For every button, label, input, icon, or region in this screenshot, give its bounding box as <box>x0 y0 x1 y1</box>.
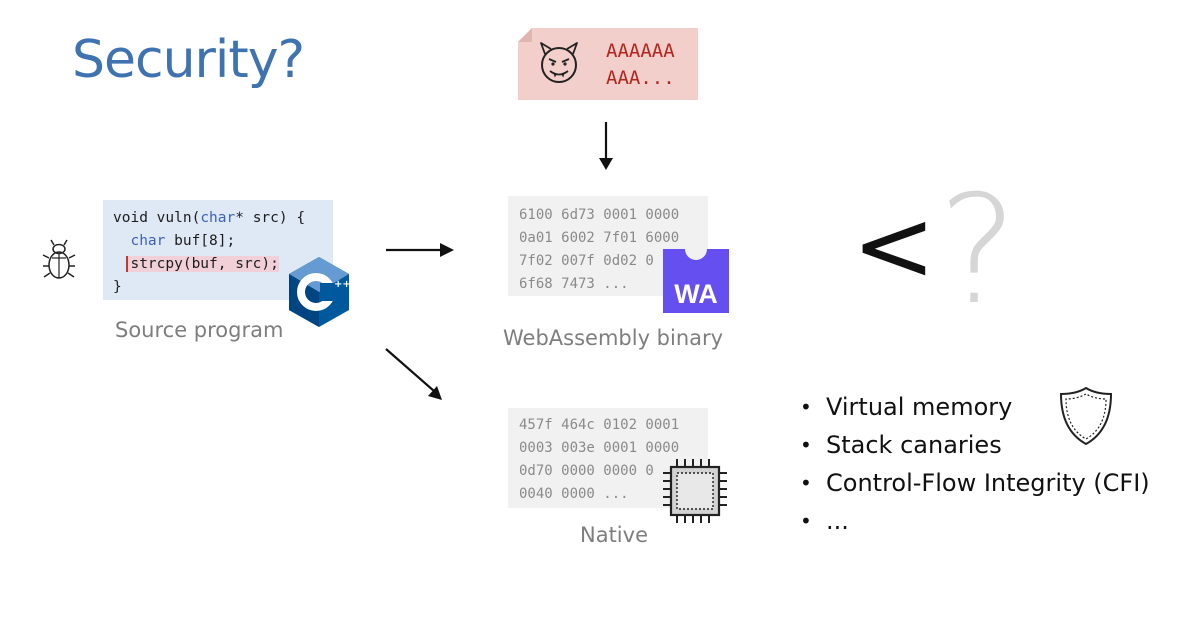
code-keyword: char <box>130 233 166 249</box>
arrow-down <box>599 122 613 170</box>
bullet: • <box>800 433 812 457</box>
wa-badge-text: WA <box>674 279 718 309</box>
code-text: * src) { <box>235 210 306 226</box>
vulnerable-line: strcpy(buf, src); <box>126 256 279 272</box>
svg-text:++: ++ <box>334 279 351 290</box>
source-caption: Source program <box>115 318 284 342</box>
hex-line: 0003 003e 0001 0000 <box>519 440 680 456</box>
code-keyword: char <box>200 210 236 226</box>
payload-line: AAAAAA <box>606 40 675 62</box>
native-hex-dump: 457f 464c 0102 0001 0003 003e 0001 0000 … <box>519 414 679 506</box>
arrow-to-wasm <box>386 243 454 257</box>
list-item: • Stack canaries <box>800 426 1150 464</box>
attacker-input-box <box>518 28 698 100</box>
code-text: buf[8]; <box>165 233 236 249</box>
attack-payload: AAAAAA AAA... <box>606 38 675 92</box>
webassembly-logo-icon <box>663 249 729 313</box>
list-item: •... <box>800 502 1150 540</box>
protection-label: Virtual memory <box>826 393 1013 421</box>
protection-label: ... <box>826 507 849 535</box>
question-mark: ? <box>938 164 1018 338</box>
hex-line: 6f68 7473 ... <box>519 276 629 292</box>
hex-line: 6100 6d73 0001 0000 <box>519 207 680 223</box>
payload-line: AAA... <box>606 67 675 89</box>
code-text: } <box>113 279 122 295</box>
hex-line: 0d70 0000 0000 0 <box>519 463 654 479</box>
shield-icon <box>1059 386 1113 446</box>
bullet: • <box>800 509 812 533</box>
native-caption: Native <box>580 523 648 547</box>
page-fold <box>518 28 532 42</box>
hex-line: 7f02 007f 0d02 0 <box>519 253 654 269</box>
less-than-symbol: < <box>852 187 936 304</box>
wasm-caption: WebAssembly binary <box>503 326 724 350</box>
bullet: • <box>800 395 812 419</box>
cpp-logo-icon: ++ <box>289 257 351 327</box>
bullet: • <box>800 471 812 495</box>
protections-list: • Virtual memory • Stack canaries • Control… <box>800 388 1150 540</box>
devil-face-icon <box>540 42 578 83</box>
hex-line: 457f 464c 0102 0001 <box>519 417 680 433</box>
protection-label: Control-Flow Integrity (CFI) <box>826 469 1150 497</box>
protection-label: Stack canaries <box>826 431 1002 459</box>
bug-icon <box>42 239 76 279</box>
slide-title: Security? <box>72 30 305 90</box>
hex-line: 0a01 6002 7f01 6000 <box>519 230 680 246</box>
list-item: • Control-Flow Integrity (CFI) <box>800 464 1150 502</box>
wasm-hex-dump: 6100 6d73 0001 0000 0a01 6002 7f01 6000 … <box>519 204 679 296</box>
cpu-chip-icon <box>663 459 727 523</box>
code-text: void vuln( <box>113 210 201 226</box>
list-item: • Virtual memory <box>800 388 1150 426</box>
hex-line: 0040 0000 ... <box>519 486 629 502</box>
arrow-to-native <box>385 348 442 400</box>
source-code: void vuln(char* src) { char buf[8]; strc… <box>113 207 305 299</box>
